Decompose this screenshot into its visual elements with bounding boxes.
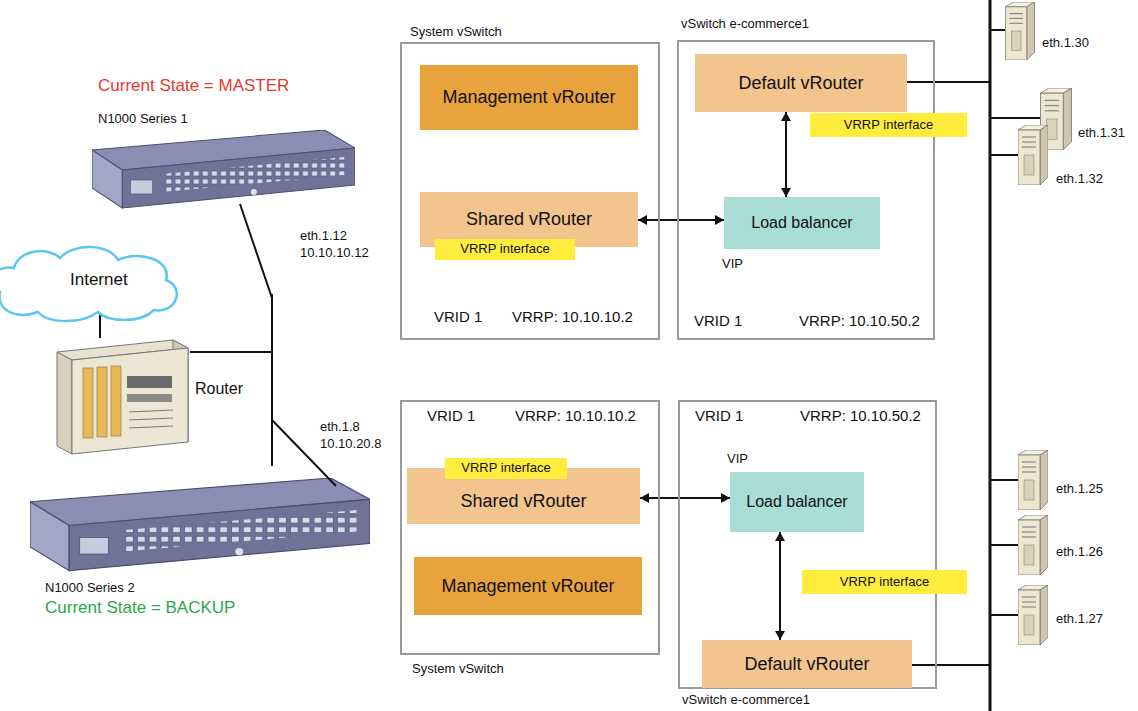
arrowhead xyxy=(781,112,791,121)
node-label: Management vRouter xyxy=(414,576,642,597)
node-label: VIP xyxy=(722,257,743,272)
node-label: VRID 1 xyxy=(695,407,743,424)
node-label: vSwitch e-commerce1 xyxy=(682,693,810,708)
node-label: VRRP interface xyxy=(435,242,575,257)
vrouter-box: Management vRouter xyxy=(414,557,642,615)
internet-cloud: Internet xyxy=(20,248,170,314)
switch-device xyxy=(92,130,355,208)
arrowhead xyxy=(781,188,791,197)
vrrp-interface: VRRP interface xyxy=(810,113,967,137)
annotation: eth.1.30 xyxy=(1042,36,1089,51)
server-icon xyxy=(1018,585,1048,645)
annotation: eth.1.27 xyxy=(1056,612,1103,627)
router-body xyxy=(55,338,190,456)
annotation: eth.1.26 xyxy=(1056,545,1103,560)
annotation: 10.10.20.8 xyxy=(320,437,381,452)
server-icon xyxy=(1006,2,1035,60)
connector xyxy=(775,532,785,640)
annotation: N1000 Series 1 xyxy=(98,112,188,127)
vrouter-box: Default vRouter xyxy=(695,54,907,112)
load-balancer: Load balancerVIP xyxy=(724,197,880,249)
vswitch-box: VRID 1VRRP: 10.10.50.2vSwitch e-commerce… xyxy=(678,400,937,689)
vrouter-box: Default vRouter xyxy=(702,640,912,688)
node-label: VRRP interface xyxy=(810,118,967,133)
arrowhead xyxy=(640,493,649,503)
node-label: VRRP: 10.10.10.2 xyxy=(512,308,633,325)
connector-line xyxy=(640,497,730,499)
node-label: VRID 1 xyxy=(694,312,742,329)
server-link xyxy=(990,29,1005,31)
load-balancer: VIPLoad balancer xyxy=(730,472,864,532)
server-link xyxy=(990,479,1018,481)
switch-device xyxy=(30,478,370,571)
arrowhead xyxy=(638,215,647,225)
switch-link xyxy=(240,204,272,298)
annotation: 10.10.10.12 xyxy=(300,246,369,261)
connector-line xyxy=(638,219,724,221)
vrouter-box: Management vRouter xyxy=(420,65,638,130)
arrowhead xyxy=(775,631,785,640)
router-device: Router xyxy=(55,338,190,456)
bus-link xyxy=(912,664,990,666)
server-link xyxy=(990,614,1018,616)
node-label: VRRP: 10.10.50.2 xyxy=(799,312,920,329)
vrrp-interface: VRRP interface xyxy=(802,570,967,594)
node-label: VRRP: 10.10.10.2 xyxy=(515,407,636,424)
node-label: Load balancer xyxy=(724,214,880,232)
node-label: Management vRouter xyxy=(420,87,638,108)
connector xyxy=(781,112,791,197)
vswitch-box: System vSwitchVRID 1VRRP: 10.10.10.2Mana… xyxy=(400,42,660,340)
server-icon xyxy=(1018,125,1048,185)
annotation: eth.1.8 xyxy=(320,420,360,435)
connector xyxy=(100,314,101,338)
node-label: VRID 1 xyxy=(434,308,482,325)
node-label: Shared vRouter xyxy=(420,209,638,230)
node-label: Default vRouter xyxy=(695,73,907,94)
node-label: VRRP interface xyxy=(445,461,567,476)
connector-line xyxy=(779,532,781,640)
node-label: VRRP interface xyxy=(802,575,967,590)
connector-line xyxy=(785,112,787,197)
server-link xyxy=(990,154,1018,156)
vswitch-box: vSwitch e-commerce1VRID 1VRRP: 10.10.50.… xyxy=(677,40,935,340)
node-label: Default vRouter xyxy=(702,654,912,675)
arrowhead xyxy=(721,493,730,503)
router-link xyxy=(190,351,272,353)
vswitch-box: VRID 1VRRP: 10.10.10.2System vSwitchVRRP… xyxy=(400,400,660,655)
router-bus xyxy=(271,294,273,466)
server-icon xyxy=(1018,515,1048,575)
annotation: eth.1.12 xyxy=(300,229,347,244)
server-icon xyxy=(1018,450,1048,510)
vrrp-interface: VRRP interface xyxy=(445,458,567,479)
node-label: VRRP: 10.10.50.2 xyxy=(800,407,921,424)
node-label: VIP xyxy=(727,452,748,467)
vrrp-interface: VRRP interface xyxy=(435,239,575,260)
annotation: eth.1.32 xyxy=(1056,172,1103,187)
node-label: Internet xyxy=(70,270,128,290)
arrowhead xyxy=(715,215,724,225)
bus-link xyxy=(907,81,990,83)
node-label: Shared vRouter xyxy=(407,491,640,512)
node-label: System vSwitch xyxy=(410,25,502,40)
server-link xyxy=(990,117,1040,119)
node-label: VRID 1 xyxy=(427,407,475,424)
server-bus xyxy=(989,0,992,711)
node-label: System vSwitch xyxy=(412,662,504,677)
connector-line xyxy=(99,314,101,338)
annotation: eth.1.31 xyxy=(1078,126,1125,141)
annotation: eth.1.25 xyxy=(1056,482,1103,497)
annotation: Current State = MASTER xyxy=(98,76,289,96)
annotation: N1000 Series 2 xyxy=(45,581,135,596)
annotation: Current State = BACKUP xyxy=(45,598,235,618)
server-link xyxy=(990,544,1018,546)
connector xyxy=(640,493,730,503)
connector xyxy=(638,215,724,225)
arrowhead xyxy=(775,532,785,541)
node-label: vSwitch e-commerce1 xyxy=(681,17,809,32)
node-label: Load balancer xyxy=(730,493,864,511)
node-label: Router xyxy=(195,380,243,398)
